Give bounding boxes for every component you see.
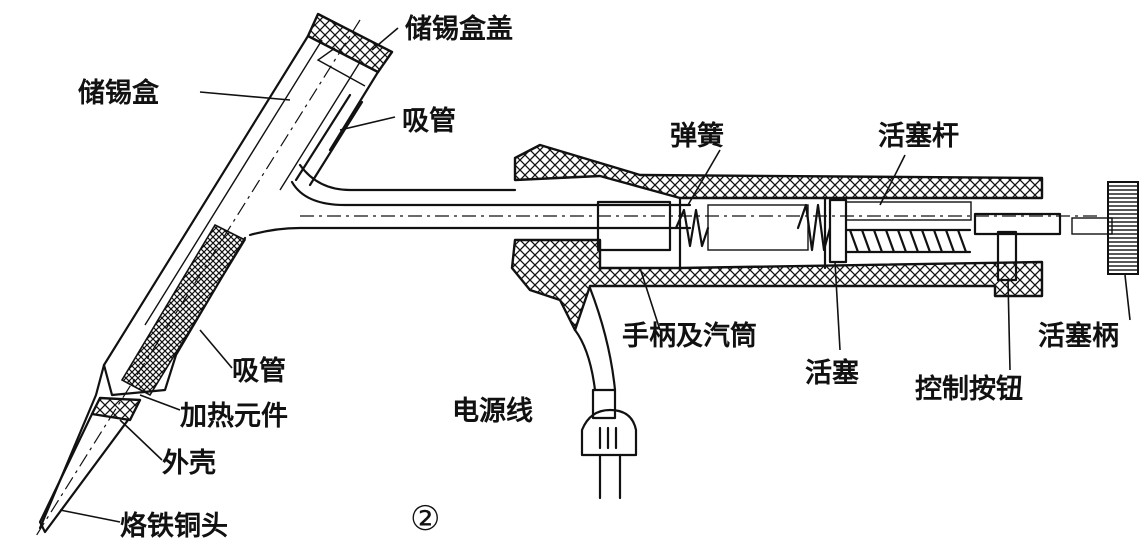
control-button-shape: [996, 230, 1018, 282]
rod-shaft: [973, 212, 1062, 236]
handle-housing: [510, 143, 1044, 332]
handle-bottom-shell: [510, 238, 1044, 332]
tube-elbow-outer: [298, 163, 517, 192]
piston-block: [828, 198, 848, 264]
label-piston-rod: 活塞杆: [878, 120, 959, 152]
lower-barrel: [102, 236, 247, 397]
cord-left: [573, 328, 597, 392]
label-suction-tube-bottom: 吸管: [232, 356, 286, 387]
label-tin-box-lid: 储锡盒盖: [405, 13, 513, 45]
knob-shaft: [1071, 217, 1113, 235]
piston-rod-lower-thread: [844, 228, 972, 254]
tube-elbow-inner: [290, 180, 692, 207]
label-power-cord: 电源线: [452, 396, 533, 427]
tube-lower: [248, 226, 692, 237]
leader-lines: [59, 27, 1131, 523]
label-handle-cylinder: 手柄及汽筒: [622, 320, 757, 352]
cylinder-front-plug: [596, 200, 672, 252]
mechanism: [674, 181, 1139, 282]
label-piston: 活塞: [805, 357, 859, 389]
tin-box-wall: [144, 39, 366, 326]
piston-rod-upper: [845, 201, 972, 221]
cord-right: [588, 286, 617, 392]
label-piston-handle: 活塞柄: [1038, 320, 1119, 352]
spring-guide: [707, 204, 809, 251]
connecting-tubes: [248, 163, 1100, 237]
cord-strain-relief: [591, 388, 617, 420]
spring-right: [796, 203, 832, 252]
label-tin-box: 储锡盒: [78, 77, 160, 109]
piston-handle-knob: [1107, 181, 1139, 275]
label-copper-tip: 烙铁铜头: [120, 510, 228, 542]
tip-centerline: [35, 19, 361, 537]
label-suction-tube-top: 吸管: [402, 106, 456, 137]
label-outer-shell: 外壳: [162, 448, 216, 479]
label-control-button: 控制按钮: [915, 373, 1023, 405]
cylinder-wall: [678, 196, 827, 270]
power-cord-group: [573, 286, 638, 500]
plug-cable: [598, 453, 622, 500]
label-spring: 弹簧: [670, 120, 724, 152]
spring-left: [674, 208, 710, 248]
figure-number: ②: [410, 499, 440, 539]
label-heating-element: 加热元件: [180, 401, 288, 432]
barrel: [35, 12, 394, 537]
plug-body: [580, 408, 638, 457]
heating-element-block: [120, 223, 247, 397]
suction-tube-upper: [294, 93, 364, 187]
plug-prongs: [598, 426, 618, 450]
tip-body: [38, 412, 130, 534]
handle-top-shell: [513, 143, 1044, 200]
